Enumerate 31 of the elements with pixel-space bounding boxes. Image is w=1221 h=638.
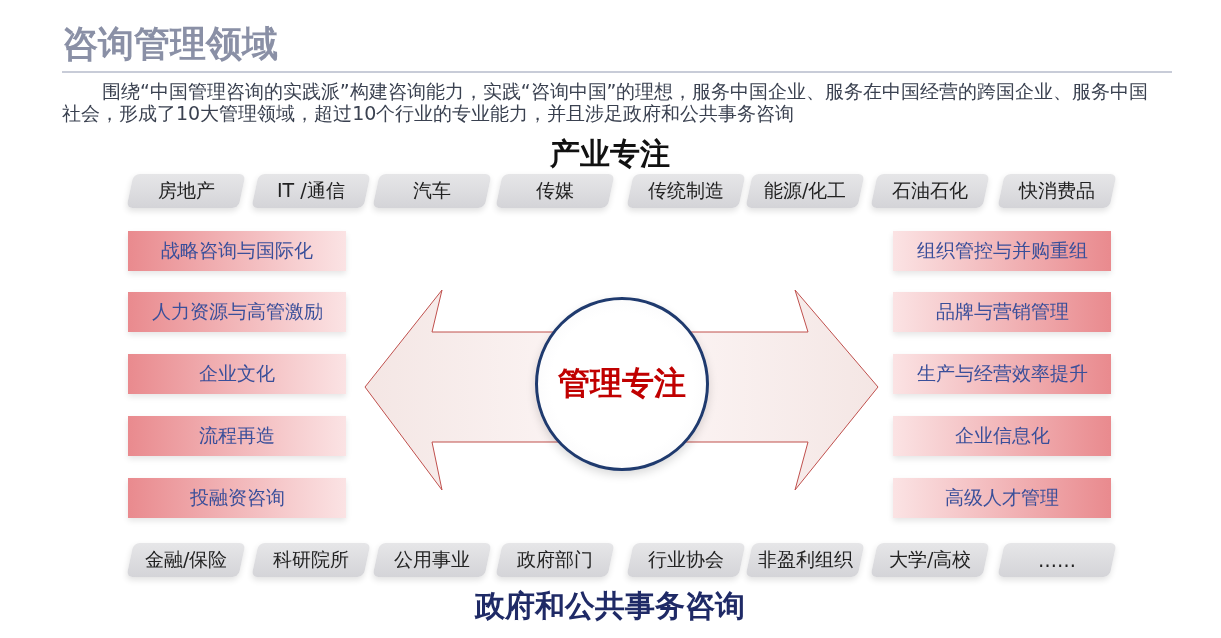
category-tag: 快消费品 [997,174,1117,208]
category-tag: 金融/保险 [126,543,246,577]
category-tag: 政府部门 [495,543,615,577]
domain-bar: 企业信息化 [893,416,1111,456]
domain-bar: 企业文化 [128,354,346,394]
domain-bar: 人力资源与高管激励 [128,292,346,332]
domain-bar: 生产与经营效率提升 [893,354,1111,394]
category-tag: 大学/高校 [870,543,990,577]
section-heading: 产业专注 [549,135,671,173]
category-tag: 行业协会 [626,543,746,577]
domain-bar: 组织管控与并购重组 [893,231,1111,271]
category-tag: 非盈利组织 [745,543,865,577]
category-tag: …… [997,543,1117,577]
domain-bar: 战略咨询与国际化 [128,231,346,271]
domain-bar: 品牌与营销管理 [893,292,1111,332]
category-tag: 汽车 [372,174,492,208]
center-circle: 管理专注 [535,297,709,471]
page-title: 咨询管理领域 [62,22,278,66]
category-tag: 传媒 [495,174,615,208]
intro-paragraph: 围绕“中国管理咨询的实践派”构建咨询能力，实践“咨询中国”的理想，服务中国企业、服务在中国经营的跨国企业、服务中国社会，形成了10大管理领域，超过10个行业的专业能力，并且涉足政府和公共事务咨询 [62,80,1150,124]
category-tag: 石油石化 [870,174,990,208]
domain-bar: 流程再造 [128,416,346,456]
category-tag: IT /通信 [251,174,371,208]
category-tag: 公用事业 [372,543,492,577]
category-tag: 科研院所 [251,543,371,577]
category-tag: 房地产 [126,174,246,208]
section-heading: 政府和公共事务咨询 [473,587,746,625]
domain-bar: 投融资咨询 [128,478,346,518]
category-tag: 能源/化工 [745,174,865,208]
category-tag: 传统制造 [626,174,746,208]
domain-bar: 高级人才管理 [893,478,1111,518]
